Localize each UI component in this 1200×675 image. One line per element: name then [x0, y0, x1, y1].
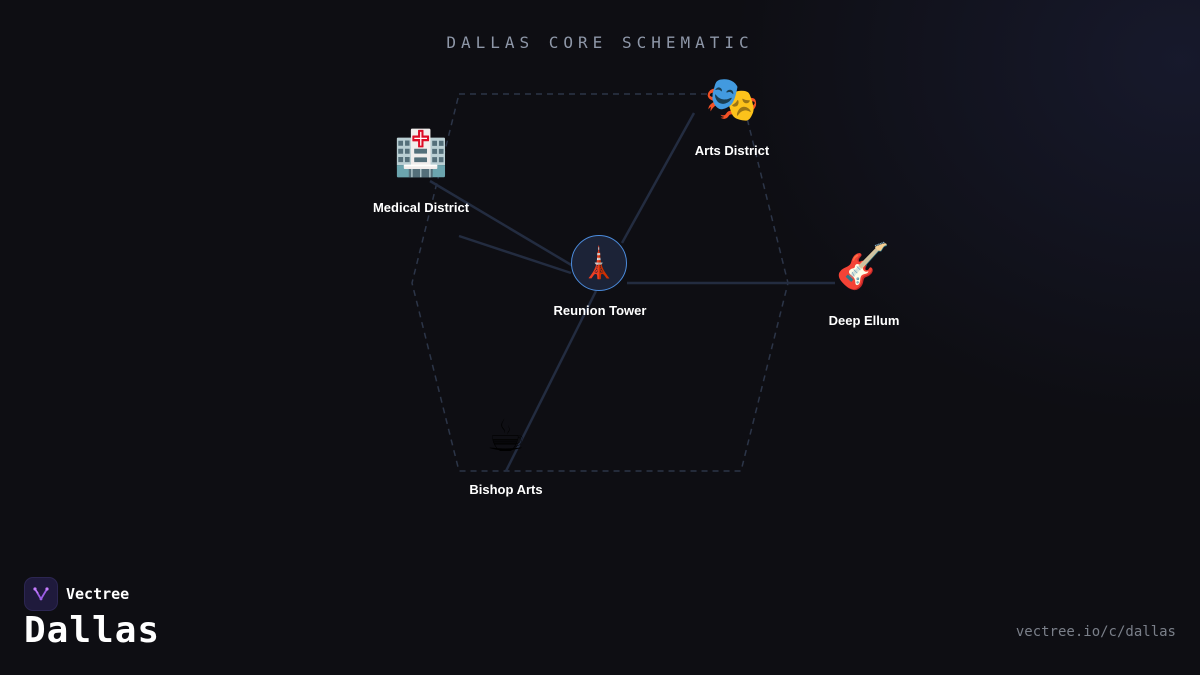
coffee-icon[interactable]: ☕: [486, 411, 526, 462]
diagram-title: DALLAS CORE SCHEMATIC: [446, 33, 754, 52]
node-label-deep-ellum[interactable]: Deep Ellum: [828, 313, 900, 328]
hospital-icon[interactable]: 🏥: [393, 128, 449, 179]
theater-masks-icon[interactable]: 🎭: [704, 74, 760, 125]
brand-block[interactable]: Vectree: [24, 577, 129, 611]
node-label-reunion-tower[interactable]: Reunion Tower: [553, 303, 647, 318]
edge-hub-bishop-arts: [504, 290, 598, 472]
guitar-icon[interactable]: 🎸: [835, 241, 891, 292]
edge-hub-arts-district: [620, 112, 696, 244]
tower-icon[interactable]: 🗼: [571, 235, 627, 291]
edge-hub-medical-district: [429, 179, 574, 268]
brand-name: Vectree: [66, 585, 130, 603]
node-label-medical-district[interactable]: Medical District: [372, 200, 470, 215]
edge-hub-medical-district-branch: [458, 234, 572, 275]
vectree-logo-icon: [24, 577, 58, 611]
node-label-bishop-arts[interactable]: Bishop Arts: [469, 482, 543, 497]
footer-url[interactable]: vectree.io/c/dallas: [1015, 624, 1176, 640]
city-title: Dallas: [24, 610, 161, 651]
node-label-arts-district[interactable]: Arts District: [694, 143, 770, 158]
hexagon-boundary: [411, 93, 789, 472]
